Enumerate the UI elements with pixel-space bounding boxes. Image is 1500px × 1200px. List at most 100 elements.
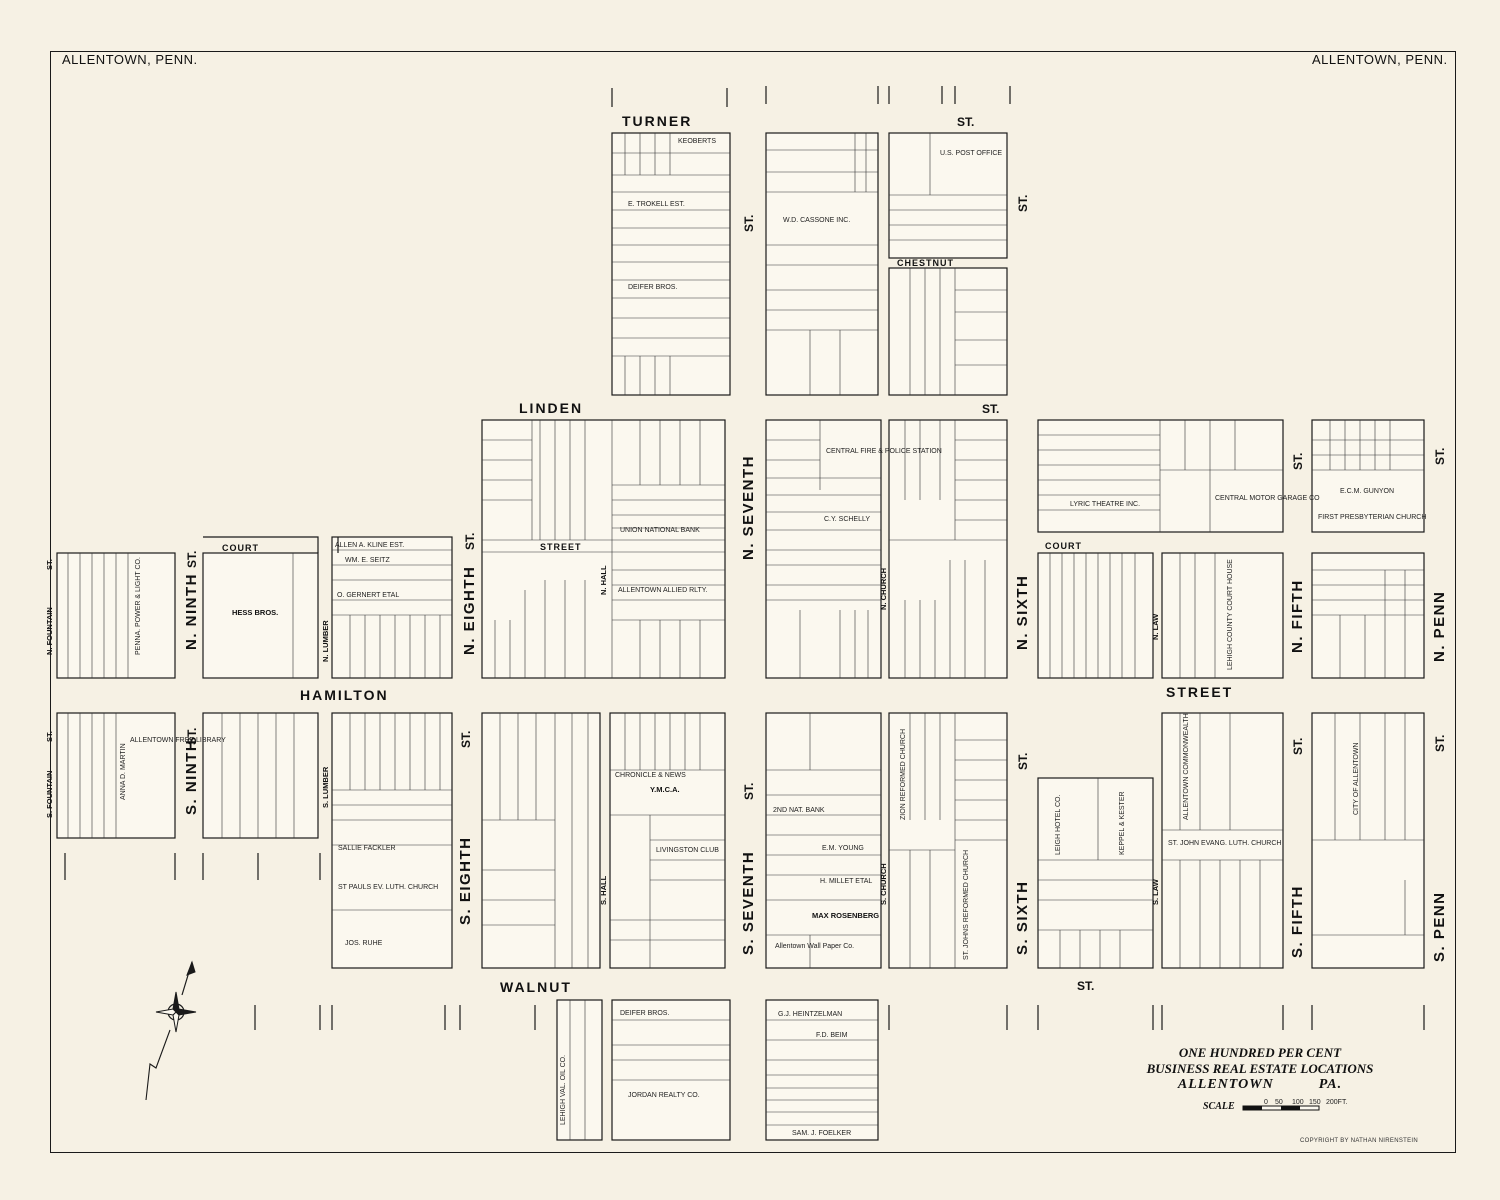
street-n-church: N. CHURCH	[879, 568, 888, 610]
label-central-motor: CENTRAL MOTOR GARAGE CO	[1215, 495, 1320, 502]
scale-tick-50: 50	[1275, 1099, 1283, 1106]
label-leigh-hotel: LEIGH HOTEL CO.	[1055, 795, 1062, 855]
blocks-north	[56, 132, 1425, 679]
street-n-sixth-st: ST.	[1016, 195, 1030, 212]
street-hamilton-east: STREET	[1166, 684, 1233, 700]
scale-tick-0: 0	[1264, 1099, 1268, 1106]
label-post-office: U.S. POST OFFICE	[940, 150, 1002, 157]
label-allentown-allied: ALLENTOWN ALLIED RLTY.	[618, 587, 708, 594]
street-n-ninth-st: ST.	[185, 551, 199, 568]
street-court-west: COURT	[222, 543, 259, 553]
scale-tick-100: 100	[1292, 1099, 1304, 1106]
block-linden-east	[1037, 419, 1284, 533]
street-s-church: S. CHURCH	[879, 863, 888, 905]
label-st-john-evang: ST. JOHN EVANG. LUTH. CHURCH	[1168, 840, 1281, 847]
label-union-bank: UNION NATIONAL BANK	[620, 527, 700, 534]
block-zion	[888, 712, 1008, 969]
street-n-sixth: N. SIXTH	[1014, 575, 1031, 650]
label-library: ALLENTOWN FREE LIBRARY	[130, 737, 226, 744]
label-sallie-fackler: SALLIE FACKLER	[338, 845, 396, 852]
block-presbyterian	[1311, 419, 1425, 533]
street-s-law: S. LAW	[1151, 878, 1160, 905]
label-zion: ZION REFORMED CHURCH	[900, 729, 907, 820]
label-anna-martin: ANNA D. MARTIN	[120, 743, 127, 800]
title-line-3: ALLENTOWN PA.	[1177, 1077, 1343, 1092]
street-n-fountain-st: ST.	[45, 559, 54, 570]
street-n-fifth: N. FIFTH	[1289, 579, 1306, 653]
label-seitz: WM. E. SEITZ	[345, 557, 390, 564]
street-s-lumber: S. LUMBER	[321, 766, 330, 808]
block-ymca	[609, 712, 726, 969]
block-court-house	[1161, 552, 1284, 679]
title-line-1: ONE HUNDRED PER CENT	[1178, 1045, 1342, 1060]
street-s-seventh-st: ST.	[742, 783, 756, 800]
street-n-penn: N. PENN	[1431, 591, 1448, 662]
street-n-seventh: N. SEVENTH	[740, 455, 757, 560]
block-turner-center	[765, 132, 879, 396]
street-s-fifth: S. FIFTH	[1289, 885, 1306, 958]
block-penn-north	[1311, 552, 1425, 679]
compass-rose-icon	[145, 960, 197, 1101]
street-n-fifth-st: ST.	[1291, 453, 1305, 470]
street-walnut: WALNUT	[500, 979, 572, 995]
block-walnut-narrow	[556, 999, 603, 1141]
street-court-east: COURT	[1045, 541, 1082, 551]
property-labels: U.S. POST OFFICE W.D. CASSONE INC. KEOBE…	[120, 138, 1426, 1137]
label-gunyon: E.C.M. GUNYON	[1340, 488, 1394, 495]
street-s-hall: S. HALL	[599, 875, 608, 905]
label-max-rosenberg: MAX ROSENBERG	[812, 911, 879, 920]
title-line-2: BUSINESS REAL ESTATE LOCATIONS	[1146, 1061, 1374, 1076]
street-n-ninth: N. NINTH	[183, 573, 200, 650]
street-n-law: N. LAW	[1151, 613, 1160, 640]
street-hamilton: HAMILTON	[300, 687, 389, 703]
header-left-title: ALLENTOWN, PENN.	[62, 52, 198, 67]
street-s-penn-st: ST.	[1433, 735, 1447, 752]
map-title: ONE HUNDRED PER CENT BUSINESS REAL ESTAT…	[1130, 1045, 1390, 1093]
street-s-fountain-st: ST.	[45, 731, 54, 742]
label-hess-bros: HESS BROS.	[232, 608, 278, 617]
label-fd-beim: F.D. BEIM	[816, 1032, 848, 1039]
label-second-nat-bank: 2ND NAT. BANK	[773, 807, 825, 814]
block-chestnut	[888, 267, 1008, 396]
street-turner: TURNER	[622, 113, 692, 129]
label-court-house: LEHIGH COUNTY COURT HOUSE	[1227, 559, 1234, 670]
block-turner-west	[611, 132, 731, 396]
label-central-fire: CENTRAL FIRE & POLICE STATION	[826, 448, 942, 455]
street-s-sixth: S. SIXTH	[1014, 880, 1031, 955]
label-st-pauls: ST PAULS EV. LUTH. CHURCH	[338, 884, 438, 891]
street-walnut-st: ST.	[1077, 979, 1094, 993]
label-keppel-kester: KEPPEL & KESTER	[1119, 791, 1126, 855]
street-s-ninth: S. NINTH	[183, 739, 200, 815]
block-ninth-south	[202, 712, 319, 839]
label-cassone: W.D. CASSONE INC.	[783, 217, 850, 224]
street-turner-st: ST.	[957, 115, 974, 129]
block-foelker	[765, 999, 879, 1141]
label-commonwealth: ALLENTOWN COMMONWEALTH	[1183, 713, 1190, 820]
lot-lines	[67, 133, 1424, 1140]
block-post-office	[888, 132, 1008, 259]
copyright: COPYRIGHT BY NATHAN NIRENSTEIN	[1300, 1138, 1419, 1144]
street-s-fifth-st: ST.	[1291, 738, 1305, 755]
street-n-lumber: N. LUMBER	[321, 620, 330, 662]
label-chronicle: CHRONICLE & NEWS	[615, 772, 686, 779]
label-lehigh-oil: LEHIGH VAL. OIL CO.	[560, 1055, 567, 1125]
label-lyric: LYRIC THEATRE INC.	[1070, 501, 1140, 508]
street-s-eighth-st: ST.	[459, 731, 473, 748]
label-em-young: E.M. YOUNG	[822, 845, 864, 852]
street-s-penn: S. PENN	[1431, 891, 1448, 962]
block-city-of-allentown	[1311, 712, 1425, 969]
label-wall-paper: Allentown Wall Paper Co.	[775, 943, 854, 950]
label-allen-kline: ALLEN A. KLINE EST.	[335, 542, 404, 549]
block-court-east-a	[1037, 552, 1154, 679]
street-s-fountain: S. FOUNTAIN	[45, 771, 54, 818]
street-n-fountain: N. FOUNTAIN	[45, 607, 54, 655]
label-penna-power: PENNA. POWER & LIGHT CO.	[135, 557, 142, 655]
street-chestnut: CHESTNUT	[897, 258, 954, 268]
block-jordan-realty	[611, 999, 731, 1141]
scale-tick-200: 200FT.	[1326, 1099, 1347, 1106]
block-linden-west	[481, 419, 726, 679]
street-n-eighth-st: ST.	[463, 533, 477, 550]
label-trokell: E. TROKELL EST.	[628, 201, 685, 208]
label-keoberts: KEOBERTS	[678, 138, 716, 145]
scale-bar: 0 50 100 150 200FT.	[1242, 1099, 1347, 1111]
